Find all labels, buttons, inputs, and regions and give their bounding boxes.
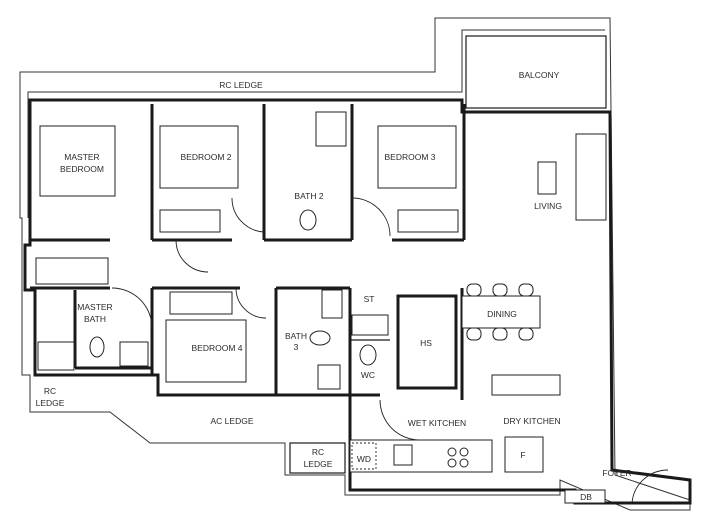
label-f: F [520,450,525,460]
door-swing [175,239,209,273]
label-st: ST [364,294,375,304]
door-swing [631,469,669,504]
basin [299,209,317,231]
label-ac-ledge: AC LEDGE [211,416,254,426]
door-swing [111,287,153,329]
burner [459,447,469,457]
master-bed [39,125,116,197]
dry-kitchen-counter [491,374,561,396]
burner [459,458,469,468]
hs-room [396,294,458,390]
burner [447,458,457,468]
exterior-wall [23,98,692,505]
label-wet-kitchen: WET KITCHEN [408,418,466,428]
label-bedroom-2: BEDROOM 2 [180,152,231,162]
label-living: LIVING [534,201,562,211]
rc-ledge-box [289,442,346,474]
sink [393,444,413,466]
chair [466,283,482,297]
kitchen-counter [349,439,493,473]
chair [492,283,508,297]
label-foyer: FOYER [602,468,631,478]
burner [447,447,457,457]
toilet [89,336,105,358]
shower [317,364,341,390]
chair [492,327,508,341]
toilet [359,344,377,366]
label-wd: WD [357,454,371,464]
door-swing [351,197,391,237]
label-balcony: BALCONY [519,70,560,80]
bedroom4-bed [165,319,247,383]
door-swing [235,287,267,319]
wardrobe [169,291,233,315]
bedroom2-bed [159,125,239,189]
label-dry-kitchen: DRY KITCHEN [503,416,560,426]
db-box [564,489,606,504]
balcony-area [465,35,607,109]
wardrobe [35,257,109,285]
bedroom3-bed [377,125,457,189]
label-hs: HS [420,338,432,348]
shower [37,341,75,371]
label-wc: WC [361,370,375,380]
label-master-bath-2: BATH [84,314,106,324]
label-bedroom-4: BEDROOM 4 [191,343,242,353]
dining-table [461,295,541,329]
sofa [575,133,607,221]
basin [119,341,149,367]
washer [351,314,389,336]
label-rc-ledge-left-1: RC [44,386,56,396]
shower [315,111,347,147]
door-swing [379,399,421,441]
rc-ledge-inner [27,29,605,218]
label-bath-2: BATH 2 [294,191,323,201]
label-rc-ledge-bottom-1: RC [312,447,324,457]
label-dining: DINING [487,309,517,319]
coffee-table [537,161,557,195]
label-master-bath-1: MASTER [77,302,112,312]
chair [518,283,534,297]
door-swing [231,197,265,233]
label-db: DB [580,492,592,502]
label-rc-ledge-bottom-2: LEDGE [304,459,333,469]
fridge [504,436,544,473]
wardrobe [397,209,459,233]
chair [466,327,482,341]
label-bath-3-2: 3 [294,342,299,352]
rc-ledge-outline [19,17,691,511]
label-bath-3-1: BATH [285,331,307,341]
basin [321,289,343,319]
chair [518,327,534,341]
label-bedroom-3: BEDROOM 3 [384,152,435,162]
label-master-bedroom-1: MASTER [64,152,99,162]
wd-area [351,442,377,470]
label-rc-ledge-top: RC LEDGE [219,80,263,90]
label-master-bedroom-2: BEDROOM [60,164,104,174]
label-rc-ledge-left-2: LEDGE [36,398,65,408]
toilet [309,330,331,346]
wardrobe [159,209,221,233]
